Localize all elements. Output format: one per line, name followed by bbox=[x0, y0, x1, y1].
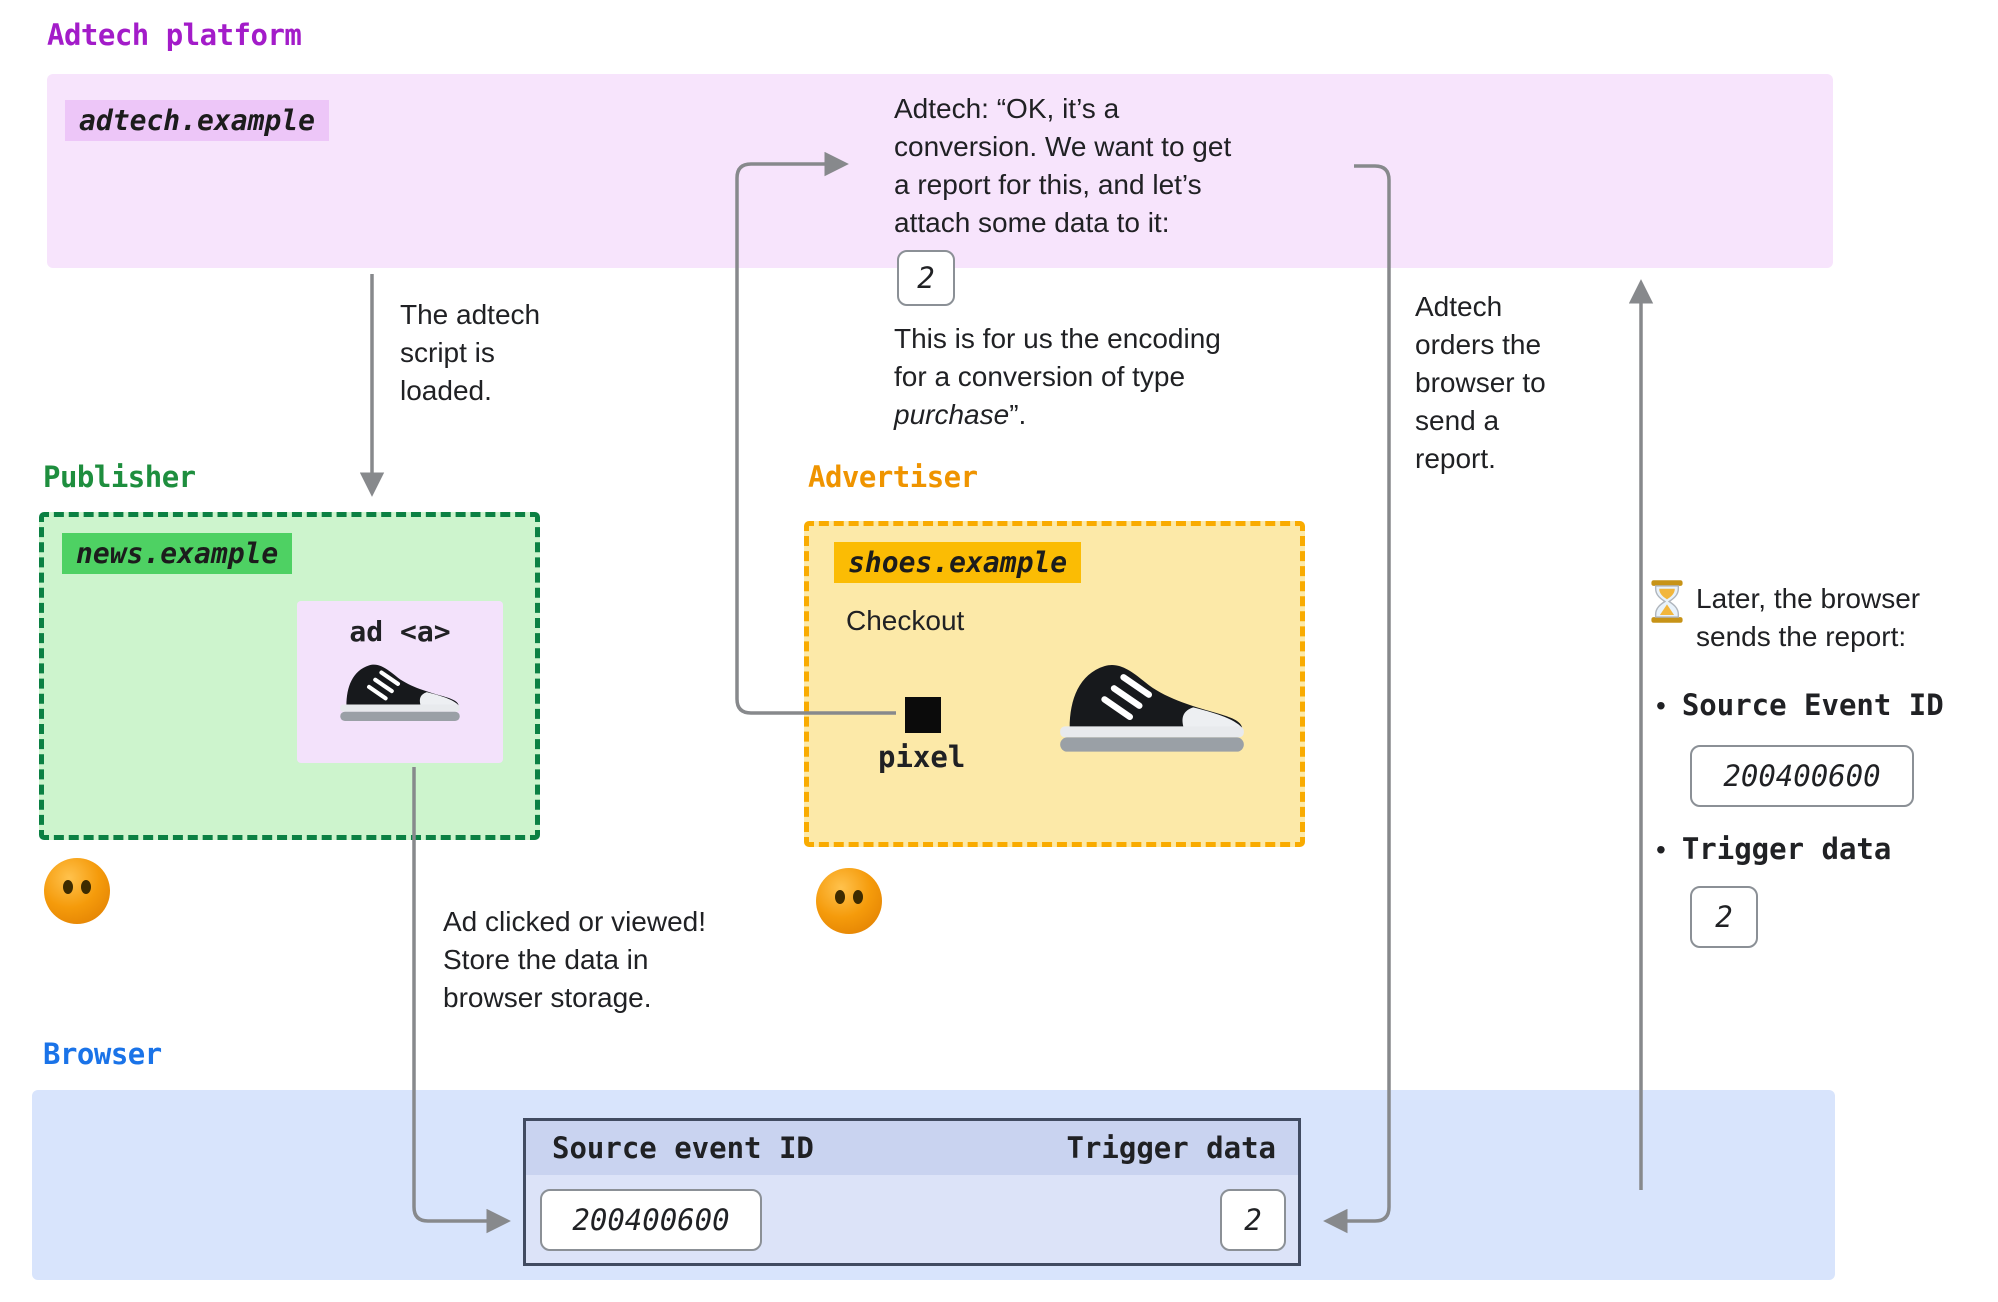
publisher-user-face-icon bbox=[44, 858, 110, 924]
note-line: orders the bbox=[1415, 329, 1542, 360]
note-line: Ad clicked or viewed! bbox=[443, 906, 707, 937]
note-line: browser storage. bbox=[443, 982, 652, 1013]
adtech-domain-chip: adtech.example bbox=[65, 100, 330, 141]
ad-element: ad <a> bbox=[297, 601, 503, 763]
ad-anchor-label: ad <a> bbox=[349, 615, 451, 648]
stored-trigger-data: 2 bbox=[1220, 1189, 1286, 1251]
browser-label: Browser bbox=[43, 1037, 162, 1071]
script-loaded-note: The adtech script is loaded. bbox=[400, 296, 540, 410]
report-source-event-id-value: 200400600 bbox=[1690, 745, 1914, 807]
later-report-text: Later, the browser sends the report: bbox=[1696, 580, 1920, 656]
note-line: purchase”. bbox=[894, 396, 1221, 434]
pixel-label: pixel bbox=[878, 740, 966, 774]
report-item-label: Trigger data bbox=[1681, 832, 1892, 866]
quote-end: ”. bbox=[1009, 399, 1027, 430]
note-line: loaded. bbox=[400, 375, 492, 406]
adtech-conversion-quote: Adtech: “OK, it’s a conversion. We want … bbox=[894, 90, 1231, 242]
note-line: report. bbox=[1415, 443, 1496, 474]
browser-storage-table: Source event ID Trigger data 200400600 2 bbox=[523, 1118, 1301, 1266]
purchase-word: purchase bbox=[894, 399, 1010, 430]
sneaker-icon bbox=[340, 664, 460, 721]
orders-report-note: Adtech orders the browser to send a repo… bbox=[1415, 288, 1546, 478]
adtech-platform-label: Adtech platform bbox=[47, 18, 302, 52]
storage-table-header: Source event ID Trigger data bbox=[526, 1121, 1298, 1175]
adtech-platform-band bbox=[47, 74, 1833, 268]
hourglass-icon bbox=[1651, 580, 1683, 623]
sneaker-icon bbox=[1060, 665, 1244, 752]
later-report-note: Later, the browser sends the report: bbox=[1650, 580, 1920, 656]
note-line: browser to bbox=[1415, 367, 1546, 398]
note-line: sends the report: bbox=[1696, 621, 1907, 652]
note-line: This is for us the encoding bbox=[894, 323, 1221, 354]
bullet-icon: • bbox=[1656, 834, 1666, 865]
report-item-source: • Source Event ID bbox=[1656, 688, 1944, 722]
checkout-label: Checkout bbox=[846, 605, 965, 636]
note-line: Store the data in bbox=[443, 944, 649, 975]
note-line: script is bbox=[400, 337, 495, 368]
publisher-label: Publisher bbox=[43, 460, 196, 494]
tracking-pixel bbox=[905, 697, 941, 733]
note-line: send a bbox=[1415, 405, 1500, 436]
report-trigger-data-value: 2 bbox=[1690, 886, 1758, 948]
encoding-explanation: This is for us the encoding for a conver… bbox=[894, 320, 1221, 434]
note-line: conversion. We want to get bbox=[894, 131, 1232, 162]
bullet-icon: • bbox=[1656, 690, 1666, 721]
note-line: for a conversion of type bbox=[894, 361, 1186, 392]
publisher-domain-chip: news.example bbox=[62, 533, 293, 574]
ad-clicked-note: Ad clicked or viewed! Store the data in … bbox=[443, 903, 706, 1017]
note-line: Adtech: “OK, it’s a bbox=[894, 93, 1120, 124]
report-item-trigger: • Trigger data bbox=[1656, 832, 1891, 866]
trigger-data-chip: 2 bbox=[897, 250, 955, 306]
note-line: The adtech bbox=[400, 299, 541, 330]
source-event-id-header: Source event ID bbox=[552, 1131, 814, 1165]
arrow-adtech-to-browser bbox=[1323, 164, 1391, 1234]
advertiser-domain-chip: shoes.example bbox=[834, 542, 1082, 583]
advertiser-user-face-icon bbox=[816, 868, 882, 934]
note-line: a report for this, and let’s bbox=[894, 169, 1202, 200]
report-item-label: Source Event ID bbox=[1681, 688, 1944, 722]
note-line: Adtech bbox=[1415, 291, 1503, 322]
stored-source-event-id: 200400600 bbox=[540, 1189, 762, 1251]
note-line: Later, the browser bbox=[1696, 583, 1921, 614]
note-line: attach some data to it: bbox=[894, 207, 1170, 238]
trigger-data-header: Trigger data bbox=[1066, 1131, 1276, 1165]
advertiser-label: Advertiser bbox=[808, 460, 978, 494]
